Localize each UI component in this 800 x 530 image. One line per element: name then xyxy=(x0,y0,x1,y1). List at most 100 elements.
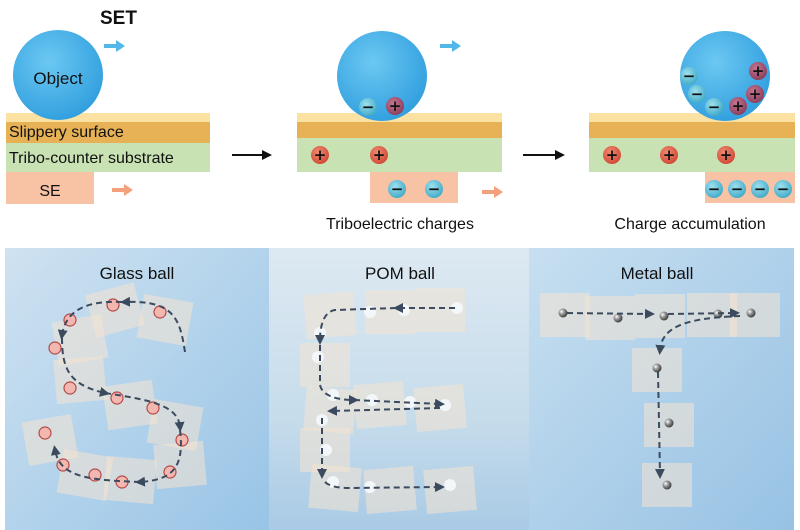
substrate-label: Tribo-counter substrate xyxy=(9,150,174,167)
metal-ball-icon xyxy=(659,311,669,321)
slippery-layer-top xyxy=(6,113,210,122)
path-arrow-icon xyxy=(50,445,141,483)
substrate-layer xyxy=(6,143,210,172)
electrode-motion-arrow-icon xyxy=(482,186,503,198)
photo-label-glass: Glass ball xyxy=(100,264,175,283)
pom-ball-icon xyxy=(366,394,378,406)
tile xyxy=(585,296,635,340)
schematic-step-3: −−−++++++−−−− Charge accumulation xyxy=(589,31,795,233)
svg-text:−: − xyxy=(708,98,721,116)
svg-text:−: − xyxy=(691,85,704,103)
positive-charge-icon: + xyxy=(603,146,621,164)
electrode-motion-arrow-icon xyxy=(112,184,133,196)
pom-ball-icon xyxy=(364,481,376,493)
svg-text:−: − xyxy=(731,180,744,198)
pom-ball-icon xyxy=(439,399,451,411)
metal-ball-icon xyxy=(746,308,756,318)
tile xyxy=(103,455,157,505)
photo-label-pom: POM ball xyxy=(365,264,435,283)
metal-ball-icon xyxy=(662,480,672,490)
charges: −−−++++++−−−− xyxy=(603,62,792,198)
svg-text:+: + xyxy=(663,146,676,164)
glass-ball-icon xyxy=(175,433,189,447)
tile xyxy=(53,355,107,405)
negative-charge-icon: − xyxy=(425,180,443,198)
svg-text:+: + xyxy=(606,146,619,164)
slippery-layer xyxy=(297,122,502,138)
glass-ball-icon xyxy=(48,341,62,355)
svg-text:−: − xyxy=(754,180,767,198)
path-arrow-icon xyxy=(353,398,445,409)
tile xyxy=(303,290,357,340)
substrate-layer xyxy=(589,138,795,172)
svg-text:+: + xyxy=(732,97,745,115)
metal-ball-icon xyxy=(652,363,662,373)
step3-caption: Charge accumulation xyxy=(614,216,765,233)
positive-charge-icon: + xyxy=(370,146,388,164)
pom-ball-icon xyxy=(404,396,416,408)
svg-text:+: + xyxy=(720,146,733,164)
negative-charge-icon: − xyxy=(705,180,723,198)
trajectory-paths xyxy=(50,296,741,493)
path-arrow-icon xyxy=(104,392,185,432)
pom-ball-icon xyxy=(398,304,410,316)
substrate-tiles xyxy=(21,282,780,515)
path-arrow-icon xyxy=(319,345,359,405)
negative-charge-icon: − xyxy=(705,98,723,116)
glass-ball-icon xyxy=(88,468,102,482)
positive-charge-icon: + xyxy=(749,62,767,80)
tile xyxy=(56,448,114,502)
negative-charge-icon: − xyxy=(680,67,698,85)
positive-charge-icon: + xyxy=(386,97,404,115)
metal-ball-icon xyxy=(558,308,568,318)
positive-charge-icon: + xyxy=(311,146,329,164)
path-arrow-icon xyxy=(655,315,741,355)
path-arrow-icon xyxy=(57,300,123,340)
positive-charge-icon: + xyxy=(746,85,764,103)
tile xyxy=(300,343,350,387)
positive-charge-icon: + xyxy=(717,146,735,164)
schematic-step-2: −+++−− Triboelectric charges xyxy=(297,31,503,233)
charges: −+++−− xyxy=(311,97,443,198)
negative-charge-icon: − xyxy=(688,85,706,103)
figure-title: SET xyxy=(100,8,137,29)
object-ball xyxy=(337,31,427,121)
slippery-label: Slippery surface xyxy=(9,124,124,141)
positive-charge-icon: + xyxy=(660,146,678,164)
tile xyxy=(687,293,737,337)
pom-ball-icon xyxy=(451,302,463,314)
tile xyxy=(136,293,194,347)
negative-charge-icon: − xyxy=(388,180,406,198)
svg-text:+: + xyxy=(373,146,386,164)
tile xyxy=(363,465,417,515)
object-motion-arrow-icon xyxy=(104,40,125,52)
electrode-layer xyxy=(370,172,458,203)
slippery-layer-top xyxy=(297,113,502,122)
slippery-layer-top xyxy=(589,113,795,122)
svg-text:−: − xyxy=(362,98,375,116)
glass-ball-icon xyxy=(63,313,77,327)
svg-text:+: + xyxy=(314,146,327,164)
svg-text:−: − xyxy=(428,180,441,198)
tile xyxy=(153,440,207,490)
svg-text:−: − xyxy=(708,180,721,198)
step2-caption: Triboelectric charges xyxy=(326,216,474,233)
pom-ball-icon xyxy=(444,479,456,491)
path-arrow-icon xyxy=(315,307,397,345)
glass-ball-icon xyxy=(38,426,52,440)
electrode-label: SE xyxy=(39,183,60,200)
pom-ball-icon xyxy=(312,351,324,363)
object-motion-arrow-icon xyxy=(440,40,461,52)
svg-text:−: − xyxy=(777,180,790,198)
negative-charge-icon: − xyxy=(751,180,769,198)
object-ball xyxy=(13,30,103,120)
metal-ball-icon xyxy=(713,309,723,319)
svg-text:−: − xyxy=(391,180,404,198)
substrate-layer xyxy=(297,138,502,172)
svg-text:−: − xyxy=(683,67,696,85)
svg-text:+: + xyxy=(749,85,762,103)
tile xyxy=(353,380,407,430)
electrode-layer xyxy=(6,172,94,204)
path-arrow-icon xyxy=(135,429,182,487)
negative-charge-icon: − xyxy=(774,180,792,198)
